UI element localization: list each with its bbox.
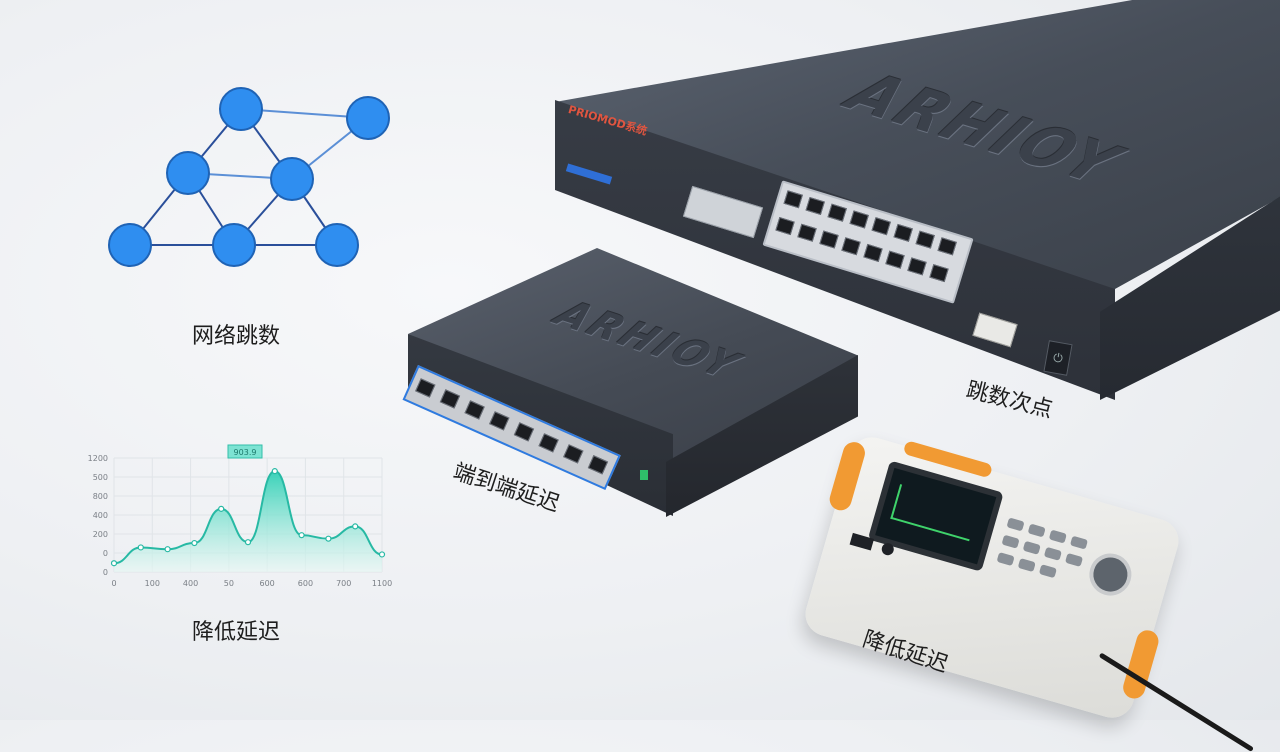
ethernet-port[interactable]: [871, 217, 891, 236]
reduce-latency-chart-caption: 降低延迟: [192, 620, 281, 645]
tester-key[interactable]: [1038, 564, 1057, 579]
tester-key[interactable]: [996, 552, 1015, 567]
chart-x-tick-label: 700: [336, 579, 351, 588]
graph-node: [166, 151, 210, 195]
chart-y-tick-label: 200: [93, 530, 108, 539]
peak-label: 903.9: [234, 448, 257, 457]
ethernet-port[interactable]: [513, 422, 535, 442]
chart-data-point: [352, 523, 359, 530]
power-icon: ⏻: [1052, 350, 1064, 366]
chart-y-tick-label: 800: [93, 492, 108, 501]
graph-node: [108, 223, 152, 267]
latency-area: [114, 471, 382, 572]
chart-x-tick-label: 600: [260, 579, 275, 588]
chart-data-point: [191, 539, 198, 547]
chart-data-point: [325, 535, 332, 542]
tester-key[interactable]: [1048, 529, 1067, 544]
ethernet-port[interactable]: [885, 250, 905, 269]
ethernet-port[interactable]: [819, 230, 839, 249]
tester-key[interactable]: [1001, 534, 1020, 549]
network-hops-caption: 网络跳数: [192, 324, 281, 349]
ethernet-port[interactable]: [775, 217, 795, 236]
ethernet-port[interactable]: [464, 400, 485, 420]
ethernet-port[interactable]: [827, 203, 847, 222]
ethernet-port[interactable]: [783, 190, 803, 209]
ethernet-port[interactable]: [937, 237, 957, 256]
chart-data-point: [164, 546, 171, 553]
small-switch-status-led: [640, 470, 648, 480]
chart-x-tick-label: 400: [183, 579, 198, 588]
tester-key[interactable]: [1017, 558, 1036, 573]
graph-node: [315, 223, 359, 267]
ethernet-port[interactable]: [439, 389, 461, 409]
peak-label-box: [227, 444, 263, 459]
graph-node: [219, 87, 263, 131]
chart-y-tick-label: 400: [93, 511, 108, 520]
ethernet-port[interactable]: [563, 444, 584, 464]
latency-line: [113, 470, 383, 565]
graph-node: [212, 223, 256, 267]
ethernet-port[interactable]: [915, 230, 935, 249]
chart-data-point: [218, 505, 225, 512]
tester-display-trace: [890, 484, 980, 542]
chart-x-tick-label: 600: [298, 579, 313, 588]
tester-navigation-dial[interactable]: [1084, 548, 1137, 601]
network-hop-graph: [108, 87, 390, 267]
graph-node: [346, 96, 390, 140]
tester-key[interactable]: [1043, 546, 1062, 561]
tester-body: [800, 432, 1184, 723]
tester-key[interactable]: [1027, 523, 1046, 538]
ethernet-port[interactable]: [587, 455, 609, 475]
ethernet-port[interactable]: [863, 243, 883, 262]
ethernet-port[interactable]: [841, 237, 861, 256]
chart-y-tick-label: 1200: [88, 454, 108, 463]
ethernet-port[interactable]: [849, 210, 869, 229]
ethernet-port[interactable]: [415, 378, 436, 398]
graph-node: [270, 157, 314, 201]
chart-x-tick-label: 1100: [372, 579, 392, 588]
hop-nodes-caption: 跳数次点: [963, 377, 1056, 424]
tester-key[interactable]: [1064, 552, 1084, 567]
ethernet-port[interactable]: [538, 433, 559, 453]
chart-data-point: [110, 560, 118, 567]
ethernet-port[interactable]: [797, 223, 817, 242]
chart-x-tick-label: 50: [224, 579, 234, 588]
tester-bumper-left: [827, 439, 868, 513]
chart-y-tick-label: 0: [103, 568, 108, 577]
ethernet-port[interactable]: [907, 257, 927, 276]
chart-data-point: [244, 539, 252, 546]
ethernet-port[interactable]: [489, 411, 510, 431]
chart-y-tick-label: 500: [93, 473, 108, 482]
chart-data-point: [271, 468, 278, 475]
ethernet-port[interactable]: [929, 264, 949, 283]
chart-x-tick-label: 0: [111, 579, 116, 588]
chart-x-tick-label: 100: [145, 579, 160, 588]
chart-data-point: [378, 551, 386, 558]
chart-y-tick-label: 0: [103, 549, 108, 558]
tester-key[interactable]: [1006, 517, 1025, 532]
ethernet-port[interactable]: [893, 223, 913, 242]
tester-key[interactable]: [1022, 540, 1041, 555]
chart-data-point: [137, 544, 144, 551]
chart-data-point: [298, 532, 305, 539]
tester-key[interactable]: [1069, 535, 1089, 550]
ethernet-port[interactable]: [805, 196, 825, 216]
